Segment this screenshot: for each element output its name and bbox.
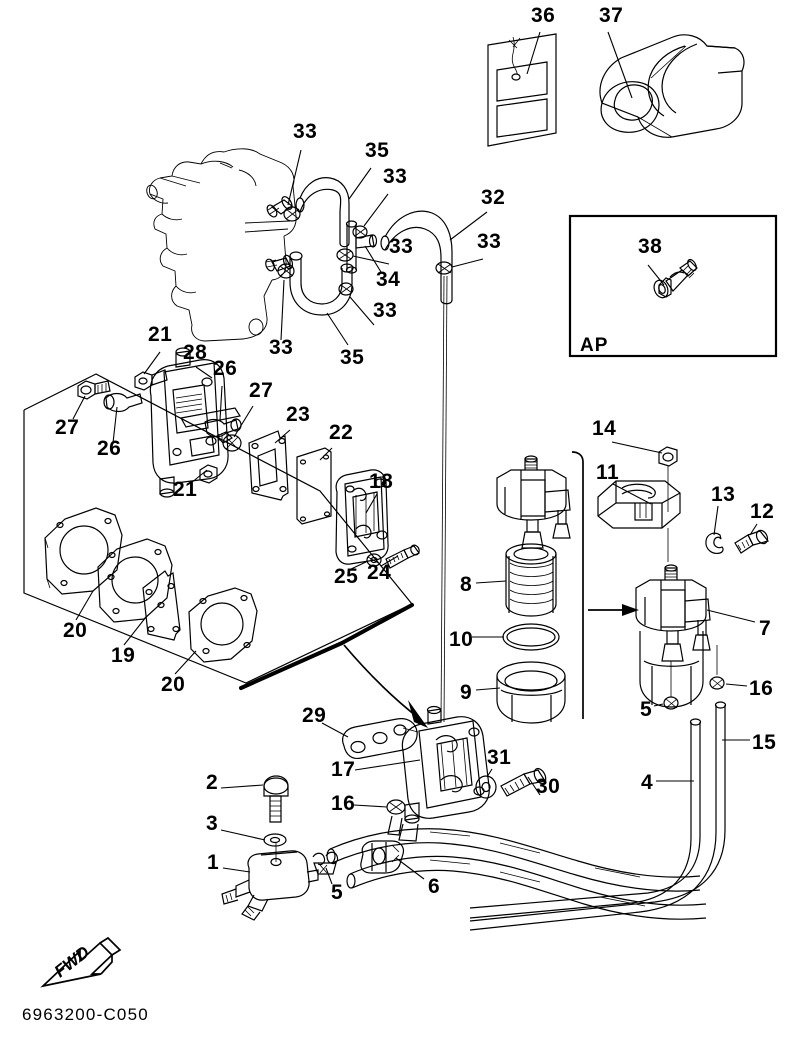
part-36-label-tag: [487, 33, 557, 147]
callout-34: 34: [376, 268, 401, 291]
callout-8: 8: [460, 573, 473, 596]
part-11-bracket: [597, 480, 681, 529]
ap-inset-box: [568, 214, 778, 358]
part-17-fuel-pump: [398, 705, 490, 842]
callout-33c: 33: [389, 235, 414, 258]
callout-33b: 33: [383, 165, 408, 188]
part-21-nuts: [134, 369, 218, 484]
callout-6: 6: [428, 875, 441, 898]
callout-27b: 27: [55, 416, 80, 439]
callout-20a: 20: [63, 619, 88, 642]
part-7-filter-assembled: [635, 564, 711, 708]
part-16-clamp-filter: [709, 645, 725, 690]
part-14-nut: [658, 446, 678, 562]
part-22-gasket: [296, 447, 332, 525]
callout-14: 14: [592, 417, 617, 440]
callout-15: 15: [752, 731, 777, 754]
callout-21a: 21: [148, 323, 173, 346]
callout-27a: 27: [249, 379, 274, 402]
part-29-pump-bracket: [342, 718, 419, 760]
callout-26b: 26: [97, 437, 122, 460]
part-18-pump-cover: [335, 469, 389, 565]
callout-37: 37: [599, 4, 624, 27]
callout-13: 13: [711, 483, 736, 506]
part-25-washer: [366, 553, 382, 567]
callout-25: 25: [334, 565, 359, 588]
part-12-bolt: [734, 529, 770, 554]
callout-31: 31: [487, 746, 512, 769]
part-20-gasket-a: [44, 507, 123, 595]
vertical-fuel-hose: [440, 275, 448, 723]
part-19-gasket: [142, 570, 181, 641]
callout-36: 36: [531, 4, 556, 27]
part-23-gasket: [248, 430, 289, 501]
part-28-pump-body: [149, 347, 241, 498]
part-20-gasket-b: [97, 538, 173, 623]
callout-11: 11: [596, 461, 620, 484]
callout-16a: 16: [749, 677, 774, 700]
part-5-clamp-filter: [663, 661, 679, 710]
callout-30: 30: [536, 775, 561, 798]
callout-7: 7: [759, 617, 772, 640]
callout-20b: 20: [161, 673, 186, 696]
part-38-plug: [653, 258, 698, 299]
callout-28: 28: [183, 341, 208, 364]
part-20-gasket-c: [188, 587, 258, 663]
callout-21b: 21: [173, 478, 198, 501]
part-16-clamp-pump: [386, 799, 406, 815]
part-5-clamp-joint: [312, 851, 339, 875]
part-6-hose-clip: [360, 840, 405, 874]
part-3-washer: [263, 833, 287, 847]
callout-23: 23: [286, 403, 311, 426]
callout-24: 24: [367, 561, 392, 584]
fuel-hoses-right: [469, 701, 727, 931]
callout-29: 29: [302, 704, 327, 727]
callout-18: 18: [369, 470, 394, 493]
callout-4: 4: [641, 771, 654, 794]
ap-inset-label: AP: [580, 335, 609, 356]
callout-33e: 33: [269, 336, 294, 359]
leader-lines: [72, 31, 758, 885]
callout-9: 9: [460, 681, 473, 704]
filter-group-divider: [571, 451, 639, 719]
part-27-screws: [77, 380, 242, 452]
part-number-label: 6963200-C050: [22, 1005, 149, 1024]
part-13-e-clip: [705, 532, 724, 554]
callout-16b: 16: [331, 792, 356, 815]
part-filter-exploded: [496, 455, 571, 724]
part-30-bolt: [500, 767, 547, 797]
callout-5a: 5: [331, 881, 344, 904]
fwd-arrow: FWD: [40, 936, 122, 988]
intake-manifold-reference: [146, 148, 297, 342]
callout-35a: 35: [365, 139, 390, 162]
callout-32: 32: [481, 186, 506, 209]
callout-22: 22: [329, 421, 354, 444]
callout-19: 19: [111, 644, 136, 667]
callout-26a: 26: [213, 357, 238, 380]
part-37-rubber-boot: [599, 34, 745, 138]
callout-17: 17: [331, 758, 356, 781]
assembly-arrow-pump: [239, 603, 428, 728]
svg-text:FWD: FWD: [51, 942, 93, 981]
callout-12: 12: [750, 500, 775, 523]
callout-2: 2: [206, 771, 219, 794]
callout-35b: 35: [340, 346, 365, 369]
part-2-bolt: [263, 775, 289, 823]
callout-10: 10: [449, 628, 474, 651]
callout-33d: 33: [477, 230, 502, 253]
part-31-washer: [475, 775, 497, 799]
part-24-screw: [385, 544, 420, 569]
hoses-top: [277, 177, 453, 316]
callout-33f: 33: [373, 299, 398, 322]
callout-1: 1: [207, 851, 220, 874]
callout-33a: 33: [293, 120, 318, 143]
part-1-fuel-joint: [221, 843, 319, 921]
callout-5b: 5: [640, 698, 653, 721]
callout-3: 3: [206, 812, 219, 835]
lower-fuel-hoses: [326, 815, 707, 920]
callout-38: 38: [638, 235, 663, 258]
